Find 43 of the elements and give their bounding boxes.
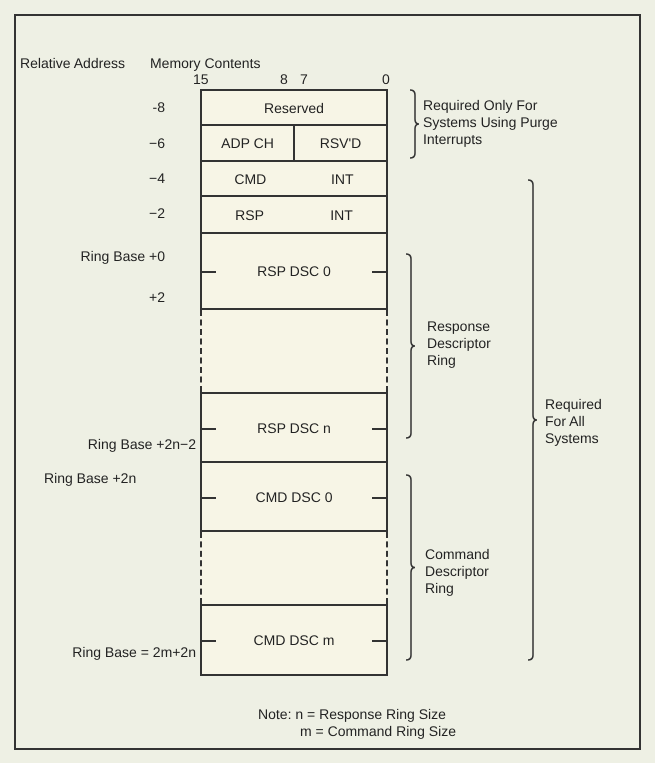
label-text: Note: n = Response Ring Size [258, 706, 446, 723]
memory-cell [200, 160, 388, 197]
memory-cell [200, 392, 388, 463]
label-text: Command Descriptor Ring [425, 546, 491, 597]
label-text: 8 [280, 71, 288, 88]
label-text: Ring Base +2n [44, 470, 136, 487]
cell-text: RSV'D [318, 135, 362, 151]
cell-text: Reserved [263, 100, 325, 116]
label-text: Required For All Systems [545, 396, 603, 447]
memory-cell [200, 124, 295, 162]
label-text: 15 [193, 71, 209, 88]
dashed-gap-section [200, 532, 388, 604]
label-text: Response Descriptor Ring [427, 318, 492, 369]
memory-cell [200, 89, 388, 126]
label-text: -8 [152, 99, 165, 116]
label-text: Required Only For Systems Using Purge Interrupts [423, 97, 559, 148]
label-text: −2 [149, 205, 165, 222]
cell-text: CMD [233, 170, 268, 186]
cell-text: INT [330, 170, 355, 186]
memory-cell [200, 195, 388, 234]
cell-text: RSP [234, 206, 265, 222]
cell-text: RSP DSC 0 [256, 263, 332, 279]
label-text: 7 [300, 71, 308, 88]
label-text: Ring Base +0 [80, 248, 165, 265]
memory-cell [293, 124, 388, 162]
label-text: +2 [149, 289, 165, 306]
cell-text: INT [329, 206, 354, 222]
cell-text: CMD DSC m [252, 632, 336, 648]
label-text: Ring Base = 2m+2n [72, 644, 196, 661]
label-text: Memory Contents [150, 55, 260, 72]
label-text: Ring Base +2n−2 [88, 436, 196, 453]
dashed-gap-section [200, 310, 388, 392]
memory-cell [200, 461, 388, 532]
cell-text: CMD DSC 0 [254, 488, 334, 504]
label-text: 0 [382, 71, 390, 88]
label-text: Relative Address [20, 55, 126, 72]
label-text: −4 [149, 170, 165, 187]
label-text: m = Command Ring Size [300, 723, 456, 740]
memory-cell [200, 232, 388, 310]
label-text: −6 [149, 135, 165, 152]
memory-cell [200, 604, 388, 676]
cell-text: ADP CH [220, 135, 275, 151]
cell-text: RSP DSC n [256, 420, 332, 436]
